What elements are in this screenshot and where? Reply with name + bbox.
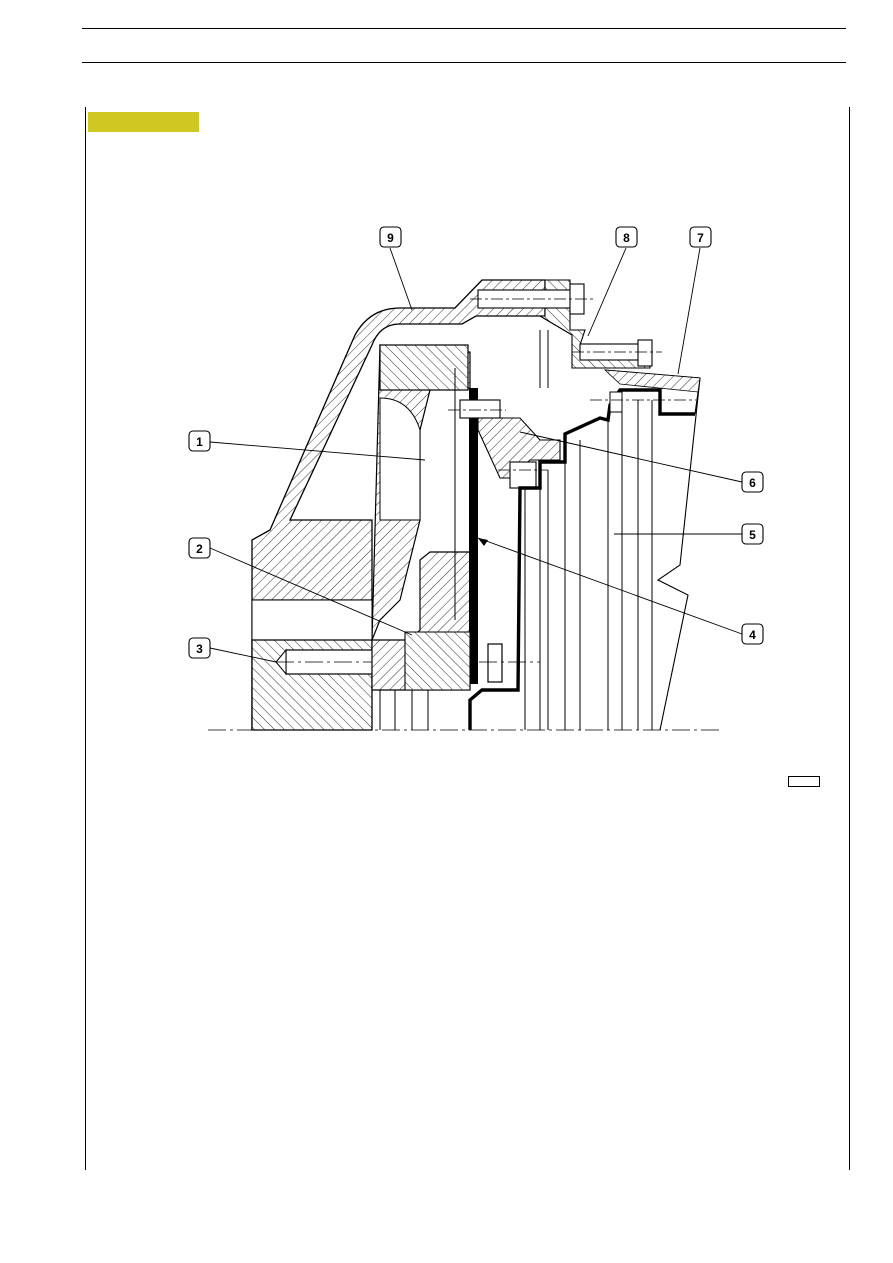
callout-7: 7 bbox=[689, 226, 712, 248]
callout-6: 6 bbox=[741, 471, 764, 493]
callout-label-5: 5 bbox=[749, 528, 756, 542]
callout-label-9: 9 bbox=[387, 231, 394, 245]
callout-label-7: 7 bbox=[697, 231, 704, 245]
callout-3: 3 bbox=[188, 637, 211, 659]
fins-part-5 bbox=[524, 400, 653, 730]
stepped-liner bbox=[468, 388, 695, 730]
interior-lines bbox=[379, 330, 549, 730]
bracket-part-6 bbox=[477, 417, 561, 479]
bracket-bolt bbox=[459, 399, 501, 419]
casing-hatched-strip bbox=[603, 369, 701, 393]
callout-label-1: 1 bbox=[196, 435, 203, 449]
small-pin-bolt bbox=[609, 391, 623, 413]
callout-label-8: 8 bbox=[623, 231, 630, 245]
callout-label-3: 3 bbox=[196, 642, 203, 656]
callout-1: 1 bbox=[188, 430, 211, 452]
housing-lower-ring bbox=[251, 599, 373, 641]
housing-part-9 bbox=[251, 279, 546, 730]
leader-lines bbox=[209, 247, 743, 663]
callout-label-4: 4 bbox=[749, 628, 756, 642]
figure-reference-box bbox=[788, 776, 820, 787]
section-tab bbox=[88, 112, 199, 132]
callout-9: 9 bbox=[379, 226, 402, 248]
callout-label-2: 2 bbox=[196, 542, 203, 556]
ring-part-2 bbox=[404, 631, 471, 691]
flywheel-rim bbox=[379, 344, 469, 391]
callout-8: 8 bbox=[615, 226, 638, 248]
top-bolt-2-head bbox=[637, 339, 653, 367]
right-margin-rule bbox=[849, 107, 850, 1170]
casing-break-line bbox=[656, 377, 701, 731]
left-margin-rule bbox=[85, 107, 86, 1170]
lower-small-bolt bbox=[509, 461, 537, 489]
callout-4: 4 bbox=[741, 623, 764, 645]
flywheel-web bbox=[379, 397, 421, 521]
callout-5: 5 bbox=[741, 523, 764, 545]
header-bottom-rule bbox=[82, 62, 846, 63]
callout-label-6: 6 bbox=[749, 476, 756, 490]
arrow-head-4 bbox=[478, 538, 488, 546]
callout-2: 2 bbox=[188, 537, 211, 559]
plate-part-4 bbox=[469, 388, 478, 684]
header-top-rule bbox=[82, 28, 846, 29]
stud-nut bbox=[487, 643, 503, 683]
